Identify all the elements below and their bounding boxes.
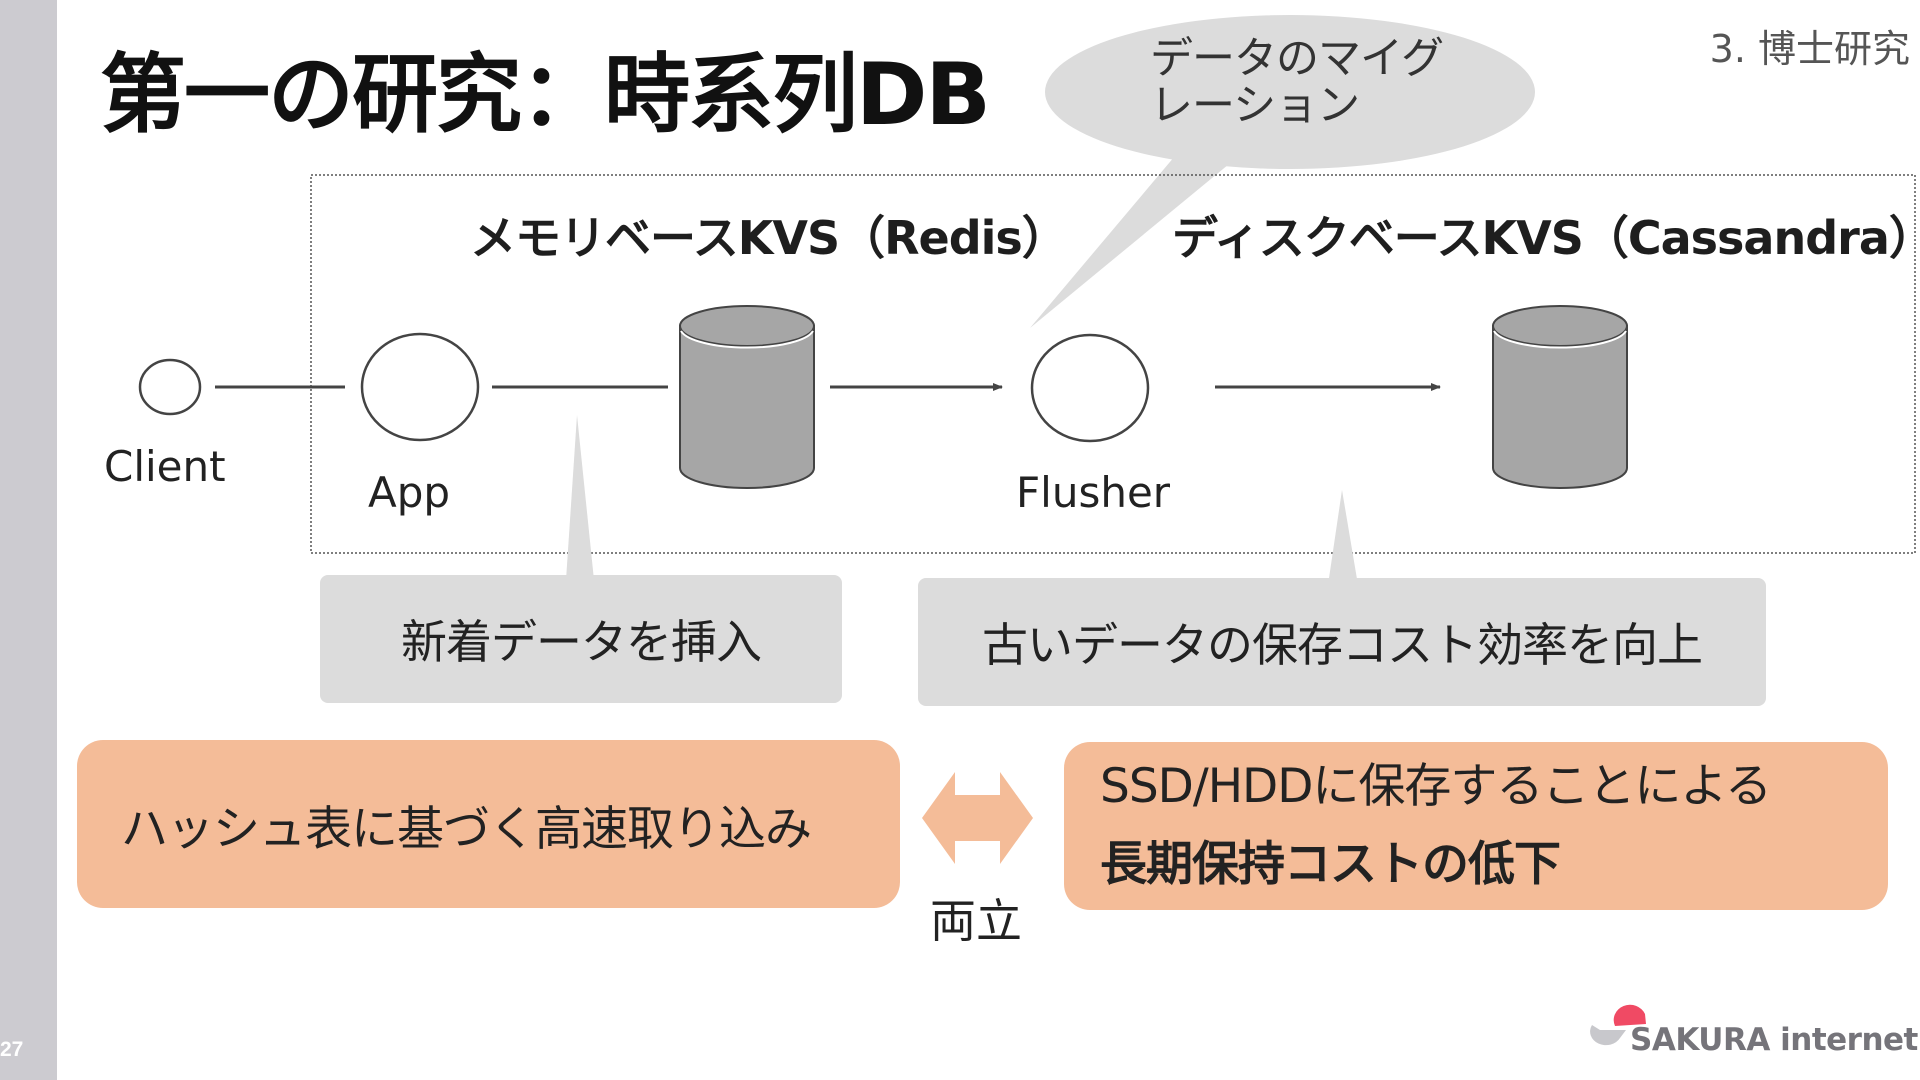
redis-cylinder-icon [679, 305, 815, 489]
client-node [138, 358, 202, 416]
sakura-internet-logo: SAKURA internet [1590, 998, 1918, 1058]
cost-callout: 古いデータの保存コスト効率を向上 [918, 578, 1766, 706]
migration-bubble [1030, 15, 1535, 328]
cost-callout-pointer [1328, 490, 1358, 585]
fast-ingest-benefit: ハッシュ表に基づく高速取り込み [77, 740, 900, 908]
sakura-logo-icon [1590, 1004, 1646, 1046]
storage-cost-benefit: SSD/HDDに保存することによる 長期保持コストの低下 [1064, 742, 1888, 910]
insert-callout: 新着データを挿入 [320, 575, 842, 703]
page-number: 27 [0, 1038, 24, 1061]
section-label: 3. 博士研究 [1709, 27, 1910, 71]
slide-title: 第一の研究：時系列DB [100, 45, 991, 145]
both-label: 両立 [930, 894, 1022, 948]
slide-sidebar: 27 [0, 0, 57, 1080]
client-label: Client [104, 442, 226, 491]
flusher-label: Flusher [1016, 468, 1171, 517]
double-arrow-icon [922, 772, 1033, 864]
cassandra-cylinder-icon [1492, 305, 1628, 489]
flusher-node [1030, 333, 1150, 443]
app-label: App [368, 468, 451, 517]
logo-text: SAKURA internet [1630, 1022, 1918, 1058]
migration-bubble-text: データのマイグ レーション [1150, 34, 1444, 131]
system-boundary [310, 174, 1916, 554]
memory-kvs-label: メモリベースKVS（Redis） [470, 211, 1068, 265]
disk-kvs-label: ディスクベースKVS（Cassandra） [1172, 211, 1920, 265]
app-node [360, 332, 480, 442]
insert-callout-pointer [566, 415, 594, 580]
